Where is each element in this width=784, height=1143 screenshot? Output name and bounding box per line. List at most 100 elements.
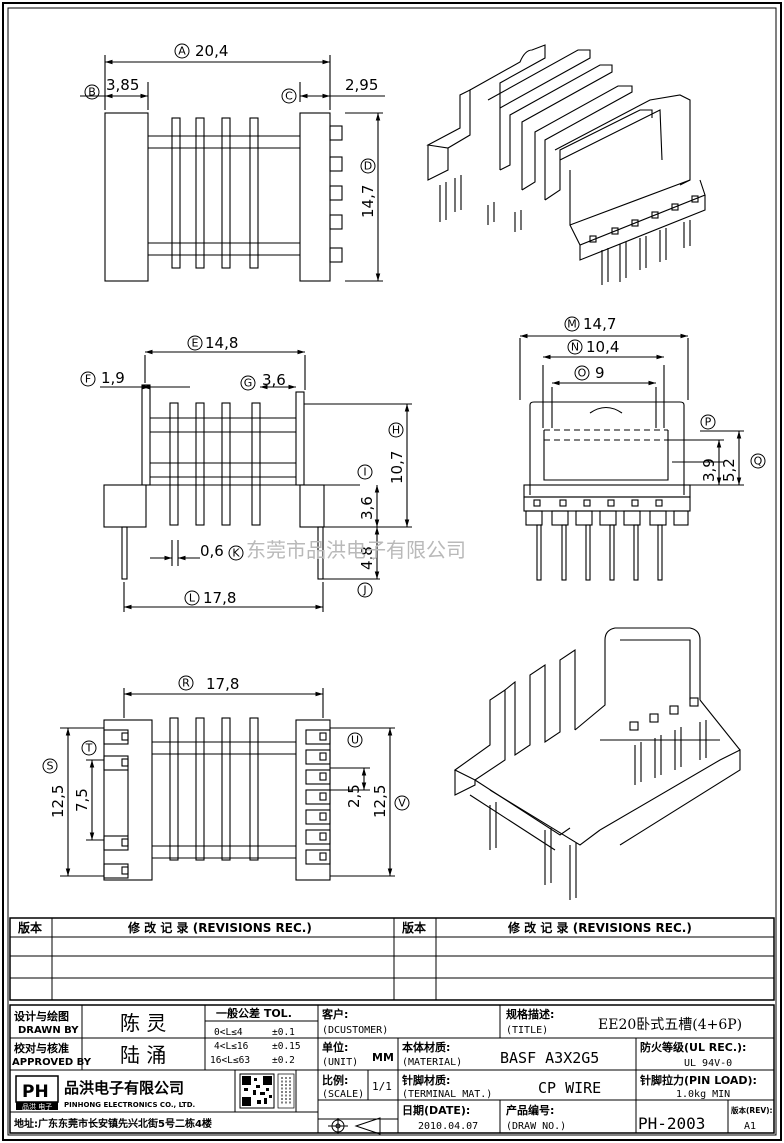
pinload-label: 针脚拉力(PIN LOAD):: [640, 1073, 757, 1087]
dim-h-letter: H: [392, 424, 400, 437]
drawno-label-en: (DRAW NO.): [506, 1121, 566, 1132]
dim-a: A 20,4: [174, 42, 228, 60]
tol-value-2: ±0.15: [272, 1041, 301, 1052]
dim-f-letter: F: [85, 373, 91, 386]
scale-label-en: (SCALE): [322, 1089, 364, 1100]
tol-title: 一般公差 TOL.: [216, 1006, 292, 1020]
dim-u-letter: U: [351, 734, 359, 747]
rev-label: 版本(REV):: [730, 1105, 773, 1115]
date-value: 2010.04.07: [418, 1121, 478, 1132]
dim-h-value: 10,7: [388, 451, 406, 484]
qr-side-text: [277, 1073, 295, 1109]
unit-value: MM: [372, 1051, 394, 1064]
drawno-label: 产品编号:: [506, 1103, 554, 1117]
dim-n-value: 10,4: [586, 338, 619, 356]
approved-by-name: 陆 涌: [120, 1043, 166, 1067]
dim-g-letter: G: [244, 377, 253, 390]
dim-b: B 3,85: [84, 76, 139, 100]
dim-s-value: 12,5: [49, 785, 67, 818]
dim-n-letter: N: [571, 341, 579, 354]
dim-n: N 10,4: [567, 338, 619, 356]
unit-label-en: (UNIT): [322, 1057, 358, 1068]
sheet-inner-border: [7, 7, 777, 1136]
dim-i: I 3,6: [357, 464, 376, 520]
dim-j: 4,8 J: [357, 546, 376, 598]
dim-s-letter: S: [47, 760, 54, 773]
material-label-en: (MATERIAL): [402, 1057, 462, 1068]
side-view: [104, 55, 343, 282]
title-block: [9, 1004, 775, 1134]
rev-col-ver-right: 版本: [402, 920, 426, 935]
customer-label: 客户:: [321, 1007, 348, 1021]
dim-o-letter: O: [578, 367, 587, 380]
dim-q-letter: Q: [754, 455, 763, 468]
isometric-view-top: [426, 44, 706, 285]
dim-d-value: 14,7: [359, 185, 377, 218]
dim-r-letter: R: [182, 677, 190, 690]
front-view: [103, 355, 412, 612]
dim-d-letter: D: [364, 160, 372, 173]
dim-j-value: 4,8: [358, 546, 376, 570]
dim-l-value: 17,8: [203, 589, 236, 607]
dim-r-value: 17,8: [206, 675, 239, 693]
dim-q: 5,2 Q: [720, 453, 766, 482]
dim-i-letter: I: [363, 466, 366, 479]
dim-f: F 1,9: [80, 369, 125, 387]
company-name-en: PINHONG ELECTRONICS CO., LTD.: [64, 1101, 195, 1109]
dim-r: R 17,8: [178, 675, 239, 693]
scale-value: 1/1: [372, 1080, 392, 1093]
material-value: BASF A3X2G5: [500, 1049, 599, 1067]
dim-p: P 3,9: [700, 414, 718, 482]
dim-c-letter: C: [285, 90, 293, 103]
dim-t-value: 7,5: [73, 788, 91, 812]
approved-label-cn: 校对与核准: [14, 1041, 69, 1055]
dim-e: E 14,8: [187, 334, 238, 352]
logo-letters: PH: [22, 1082, 49, 1102]
tol-range-2: 4<L≤16: [214, 1041, 249, 1052]
dim-q-value: 5,2: [720, 458, 738, 482]
dim-v: 12,5 V: [371, 785, 410, 818]
company-address: 地址:广东东莞市长安镇先兴北街5号二栋4楼: [14, 1117, 212, 1130]
terminal-label-en: (TERMINAL MAT.): [402, 1089, 492, 1100]
tol-value-3: ±0.2: [272, 1055, 295, 1066]
tol-value-1: ±0.1: [272, 1027, 295, 1038]
dim-a-value: 20,4: [195, 42, 228, 60]
dim-u: U 2,5: [345, 732, 363, 808]
rev-col-rec-left: 修 改 记 录 (REVISIONS REC.): [127, 920, 312, 935]
pinload-value: 1.0kg MIN: [676, 1089, 730, 1100]
dim-b-letter: B: [88, 86, 96, 99]
customer-label-en: (DCUSTOMER): [322, 1025, 388, 1036]
material-label: 本体材质:: [402, 1040, 450, 1054]
rev-col-ver-left: 版本: [18, 920, 42, 935]
dim-p-letter: P: [705, 416, 712, 429]
dim-b-value: 3,85: [106, 76, 139, 94]
dim-l-letter: L: [189, 592, 196, 605]
logo-sub: 品洪 电子: [22, 1102, 52, 1111]
dim-l: L 17,8: [184, 589, 236, 607]
title-value: EE20卧式五槽(4+6P): [598, 1017, 742, 1033]
dim-f-value: 1,9: [101, 369, 125, 387]
title-label: 规格描述:: [506, 1007, 554, 1021]
dim-k-letter: K: [232, 547, 240, 560]
dim-c-value: 2,95: [345, 76, 378, 94]
drawn-by-name: 陈 灵: [120, 1011, 166, 1035]
dim-j-letter: J: [362, 584, 366, 597]
unit-label: 单位:: [322, 1040, 348, 1054]
dim-m-value: 14,7: [583, 315, 616, 333]
dim-k: 0,6 K: [200, 542, 244, 561]
end-view: [519, 338, 744, 581]
dim-m: M 14,7: [564, 315, 616, 333]
company-logo: PH 品洪 电子: [15, 1075, 59, 1111]
dim-s: S 12,5: [42, 758, 67, 818]
approved-label-en: APPROVED BY: [12, 1057, 92, 1068]
isometric-view-bottom: [453, 627, 741, 900]
rev-col-rec-right: 修 改 记 录 (REVISIONS REC.): [507, 920, 692, 935]
dim-g: G 3,6: [240, 371, 286, 391]
dim-m-letter: M: [567, 318, 577, 331]
rev-value: A1: [744, 1121, 756, 1132]
dim-c: C 2,95: [281, 76, 378, 104]
ul-value: UL 94V-0: [684, 1058, 732, 1069]
dim-v-value: 12,5: [371, 785, 389, 818]
dim-u-value: 2,5: [345, 784, 363, 808]
